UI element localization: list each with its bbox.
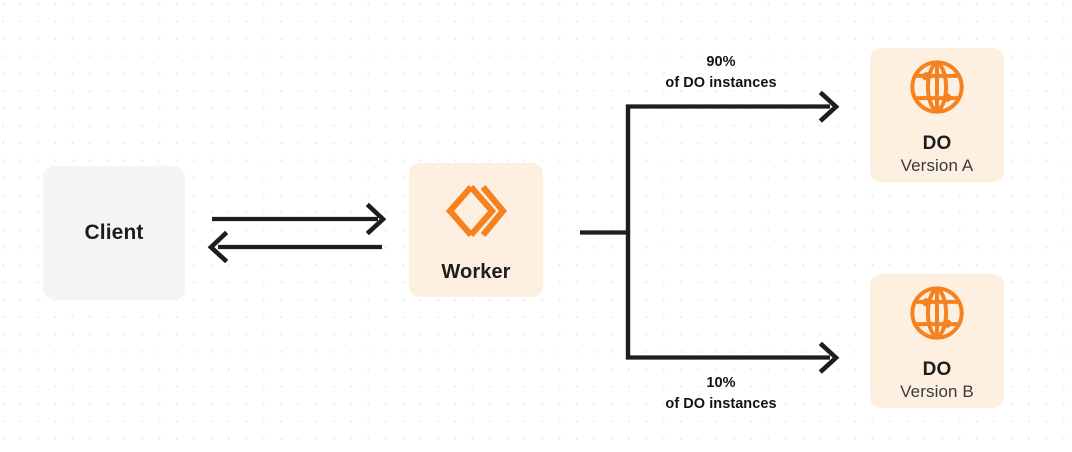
cloudflare-workers-logo-icon — [445, 182, 508, 245]
edge-label-do-b-caption: of DO instances — [665, 395, 777, 412]
do-b-label: DO — [922, 358, 952, 380]
do-b-version-label: Version B — [900, 382, 974, 402]
edge-label-do-b: 10% of DO instances — [628, 373, 814, 414]
edge-label-do-b-percent: 10% — [706, 375, 736, 391]
edge-label-do-a: 90% of DO instances — [628, 52, 814, 93]
node-worker[interactable]: Worker — [409, 163, 543, 297]
worker-label: Worker — [441, 261, 511, 283]
edge-worker-to-do-a — [626, 90, 840, 123]
edge-worker-split-bus — [580, 104, 631, 360]
edge-label-do-a-percent: 90% — [706, 54, 736, 70]
node-client[interactable]: Client — [43, 166, 185, 300]
client-label: Client — [84, 221, 144, 244]
node-do-version-a[interactable]: DO Version A — [870, 48, 1004, 182]
durable-object-globe-icon — [908, 284, 966, 347]
edge-worker-to-client — [207, 230, 382, 264]
do-a-label: DO — [922, 132, 952, 154]
edge-worker-to-do-b — [626, 341, 840, 374]
node-do-version-b[interactable]: DO Version B — [870, 274, 1004, 408]
do-a-version-label: Version A — [900, 156, 974, 176]
edge-client-to-worker — [212, 202, 387, 236]
durable-object-globe-icon — [908, 58, 966, 121]
edge-label-do-a-caption: of DO instances — [665, 74, 777, 91]
